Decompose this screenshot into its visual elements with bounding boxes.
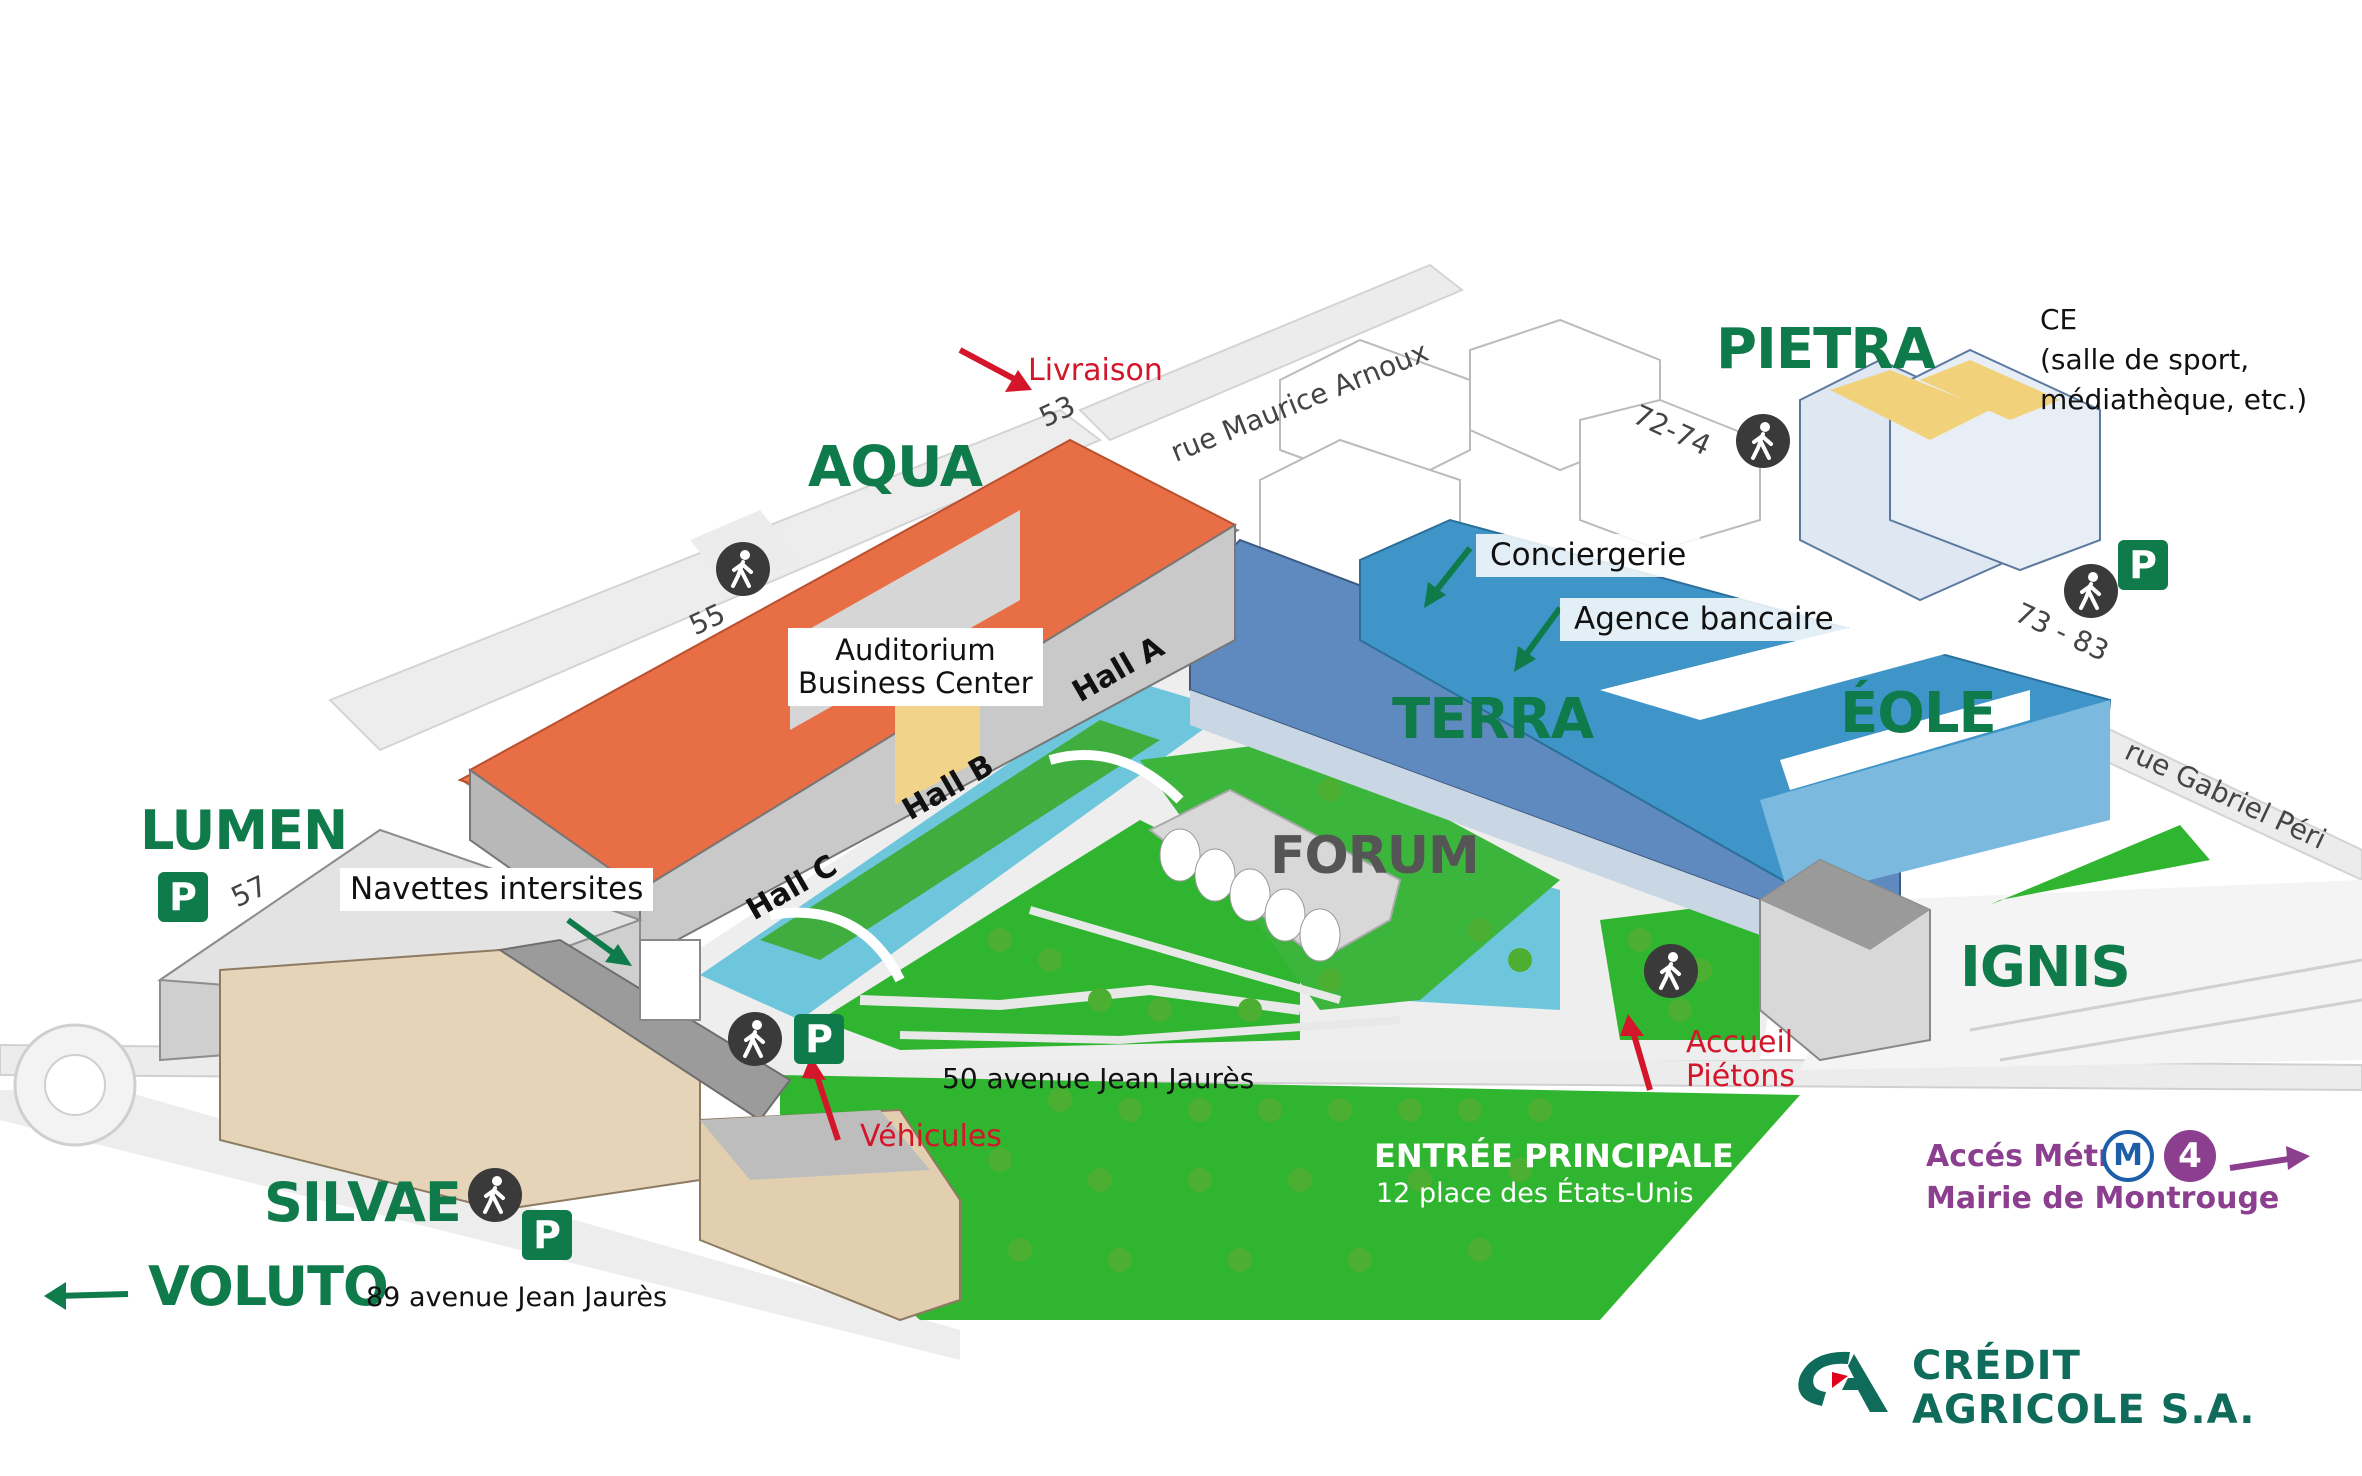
credit-agricole-logo (1792, 1346, 1892, 1414)
parking-icon-main: P (794, 1014, 844, 1064)
label-ignis: IGNIS (1960, 935, 2131, 1000)
auditorium-line1: Auditorium (835, 633, 996, 667)
label-eole: ÉOLE (1840, 681, 1997, 746)
label-agence: Agence bancaire (1560, 598, 1848, 641)
accueil-line1: Accueil (1686, 1025, 1794, 1060)
pedestrian-icon-73-83 (2064, 564, 2118, 618)
label-forum: FORUM (1270, 826, 1480, 886)
pedestrian-icon-silvae (468, 1168, 522, 1222)
metro-line-4-badge: 4 (2164, 1130, 2216, 1182)
label-metro-access: Accés Métro (1926, 1139, 2134, 1174)
silvae-building (219, 938, 961, 1322)
label-auditorium: Auditorium Business Center (788, 628, 1043, 706)
ce-line1: CE (2040, 303, 2078, 336)
metro-arrow (2229, 1146, 2310, 1171)
pedestrian-icon-main (728, 1012, 782, 1066)
label-aqua: AQUA (808, 435, 983, 500)
pedestrian-icon-72-74 (1736, 414, 1790, 468)
label-vehicules: Véhicules (860, 1119, 1002, 1154)
label-conciergerie: Conciergerie (1476, 534, 1701, 577)
east-buildings (1189, 318, 2112, 1062)
street-jean-jaures: 50 avenue Jean Jaurès (942, 1062, 1255, 1095)
label-entree-principale: ENTRÉE PRINCIPALE (1374, 1137, 1734, 1175)
label-pietra: PIETRA (1716, 317, 1936, 382)
label-ce: CE (salle de sport, médiathèque, etc.) (2040, 300, 2307, 420)
label-silvae: SILVAE (264, 1171, 462, 1234)
red-arrows (802, 347, 1653, 1141)
label-livraison: Livraison (1028, 353, 1163, 388)
label-metro-station: Mairie de Montrouge (1926, 1181, 2280, 1216)
ce-line2: (salle de sport, (2040, 343, 2250, 376)
metro-icon: M (2102, 1130, 2154, 1182)
label-entree-address: 12 place des États-Unis (1376, 1178, 1694, 1209)
credit-agricole-wordmark: CRÉDIT AGRICOLE S.A. (1912, 1344, 2255, 1432)
label-accueil-pietons: Accueil Piétons (1686, 1026, 1795, 1094)
label-navettes: Navettes intersites (340, 868, 654, 911)
pedestrian-icon-55 (716, 542, 770, 596)
parking-icon-pietra: P (2118, 540, 2168, 590)
label-voluto: VOLUTO (148, 1255, 389, 1318)
logo-line2: AGRICOLE S.A. (1912, 1387, 2256, 1433)
label-terra: TERRA (1392, 687, 1594, 752)
logo-line1: CRÉDIT (1912, 1343, 2081, 1389)
ce-line3: médiathèque, etc.) (2040, 383, 2308, 416)
green-arrows (44, 546, 1563, 1310)
parking-icon-lumen: P (158, 872, 208, 922)
auditorium-line2: Business Center (798, 666, 1033, 700)
pedestrian-icon-accueil (1644, 944, 1698, 998)
label-lumen: LUMEN (140, 799, 348, 862)
label-voluto-address: 89 avenue Jean Jaurès (366, 1282, 668, 1313)
parking-icon-silvae: P (522, 1210, 572, 1260)
forum-gardens (700, 680, 1800, 1320)
accueil-line2: Piétons (1686, 1059, 1795, 1094)
